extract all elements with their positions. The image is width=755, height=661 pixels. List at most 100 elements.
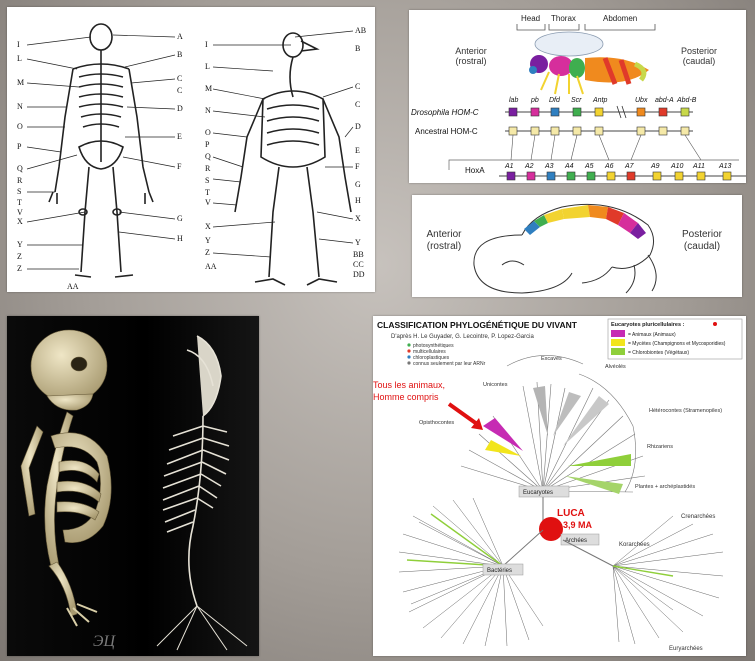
bird-label-left-8: R <box>205 164 211 173</box>
luca-age: 3,9 MA <box>563 520 593 530</box>
annotation-arrow <box>447 402 479 426</box>
human-label-right-9: H <box>177 234 183 243</box>
group-korarchees: Korarchées <box>619 542 650 548</box>
human-label-left-1: I <box>17 40 20 49</box>
fly-box-lab <box>508 107 518 117</box>
gene-scr: Scr <box>571 97 582 104</box>
hoxa-a5: A5 <box>584 163 594 170</box>
bird-label-left-15: AA <box>205 262 217 271</box>
phylo-legend-right: Eucaryotes pluricellulaires : = Animaux … <box>607 318 743 360</box>
artist-signature: ЭЦ <box>93 633 116 650</box>
bird-label-right-11: Y <box>355 238 361 247</box>
segment-label-head: Head <box>521 14 540 23</box>
human-label-right-3: C <box>177 74 182 83</box>
bird-label-right-13: CC <box>353 260 364 269</box>
legend-right-title: Eucaryotes pluricellulaires : <box>611 322 685 328</box>
hoxa-a7: A7 <box>624 163 635 170</box>
bird-label-right-4: C <box>355 100 360 109</box>
embryo-head <box>473 234 573 294</box>
group-bacteries: Bactéries <box>487 568 512 574</box>
luca-label: LUCA <box>557 508 585 519</box>
bird-label-right-5: D <box>355 122 361 131</box>
group-eucaryotes: Eucaryotes <box>523 490 553 496</box>
fly-box-antp <box>594 107 604 117</box>
bird-label-left-14: Z <box>205 248 210 257</box>
hox-diagram: Head Thorax Abdomen Anterior (rostral) P… <box>411 14 746 181</box>
bird-label-left-10: T <box>205 188 210 197</box>
hox-expression-band <box>524 205 646 239</box>
hoxa-a4: A4 <box>564 163 574 170</box>
hox-genes-panel: Head Thorax Abdomen Anterior (rostral) P… <box>409 10 746 183</box>
skeleton-3d-render-panel: ЭЦ <box>7 316 259 656</box>
eukaryote-wedges <box>483 386 631 494</box>
legend-photosynthetic: photosynthétiques <box>413 343 454 349</box>
segment-label-abdomen: Abdomen <box>603 14 637 23</box>
human-label-left-15: Z <box>17 264 22 273</box>
gene-ubx: Ubx <box>635 97 648 104</box>
bird-label-right-3: C <box>355 82 360 91</box>
human-label-left-5: O <box>17 122 23 131</box>
gene-dfd: Dfd <box>549 97 561 104</box>
group-opisthocontes: Opisthocontes <box>419 420 454 426</box>
gene-pb: pb <box>530 97 539 104</box>
hox-posterior-label: Posterior <box>681 46 717 56</box>
hoxa-a2: A2 <box>524 163 534 170</box>
hoxa-label: HoxA <box>465 166 485 175</box>
legend-fungi: = Mycètes (Champignons et Mycosporidies) <box>628 341 726 347</box>
hox-anterior-label: Anterior <box>455 46 487 56</box>
legend-arnr: connus seulement par leur ARNr <box>413 361 486 367</box>
group-heterocontes: Hétérocontes (Stramenopiles) <box>649 408 722 414</box>
gene-antp: Antp <box>592 97 608 104</box>
bird-label-right-2: B <box>355 44 360 53</box>
bird-label-right-7: F <box>355 162 360 171</box>
fly-box-dfd <box>550 107 560 117</box>
group-crenarchees: Crenarchées <box>681 514 715 520</box>
bird-label-left-7: Q <box>205 152 211 161</box>
human-label-right-4: C <box>177 86 182 95</box>
group-plantes: Plantes + archéplastidés <box>635 484 695 490</box>
phylo-authors: D'après H. Le Guyader, G. Lecointre, P. … <box>391 334 534 340</box>
bird-label-left-2: L <box>205 62 210 71</box>
human-label-left-14: Z <box>17 252 22 261</box>
human-label-left-2: L <box>17 54 22 63</box>
gene-lab: lab <box>509 97 518 104</box>
human-label-right-5: D <box>177 104 183 113</box>
embryo-anterior-label: Anterior <box>426 229 462 240</box>
hox-posterior-sub: (caudal) <box>683 56 716 66</box>
embryo-panel: Anterior (rostral) Posterior (caudal) <box>412 195 742 297</box>
phylo-title: CLASSIFICATION PHYLOGÉNÉTIQUE DU VIVANT <box>377 320 578 330</box>
fly-box-scr <box>572 107 582 117</box>
bird-label-left-1: I <box>205 40 208 49</box>
embryo-posterior-label: Posterior <box>682 229 723 240</box>
group-euryarchees: Euryarchées <box>669 646 703 652</box>
legend-chloroplastic: chloroplastiques <box>413 355 450 361</box>
human-label-left-7: Q <box>17 164 23 173</box>
fly-illustration <box>529 31 649 95</box>
group-alveoles: Alvéolés <box>605 364 626 370</box>
human-label-right-7: F <box>177 162 182 171</box>
fly-box-abdb <box>680 107 690 117</box>
gene-abda: abd-A <box>655 97 674 104</box>
human-label-left-10: T <box>17 198 22 207</box>
human-label-left-12: X <box>17 217 23 226</box>
hox-anterior-sub: (rostral) <box>456 56 487 66</box>
human-skeleton <box>48 23 154 278</box>
human-label-bottom: AA <box>67 282 79 291</box>
bird-label-right-6: E <box>355 146 360 155</box>
bird-label-right-9: H <box>355 196 361 205</box>
hoxa-a1: A1 <box>504 163 514 170</box>
human-label-left-11: V <box>17 208 23 217</box>
skeleton-comparison-panel: I L M N O P Q R S T V X Y Z Z A B C C D … <box>7 7 375 292</box>
bird-label-left-3: M <box>205 84 212 93</box>
annotation-human-included: Homme compris <box>373 392 439 402</box>
bird-label-left-13: Y <box>205 236 211 245</box>
bird-label-right-14: DD <box>353 270 365 279</box>
fly-box-pb <box>530 107 540 117</box>
human-label-left-4: N <box>17 102 23 111</box>
luca-node <box>539 517 563 541</box>
skeleton-3d-render: ЭЦ <box>7 316 259 656</box>
group-unicontes: Unicontes <box>483 382 508 388</box>
bird-label-right-1: AB <box>355 26 366 35</box>
group-excaves: Excavés <box>541 356 562 362</box>
embryo-anterior-sub: (rostral) <box>427 241 461 252</box>
